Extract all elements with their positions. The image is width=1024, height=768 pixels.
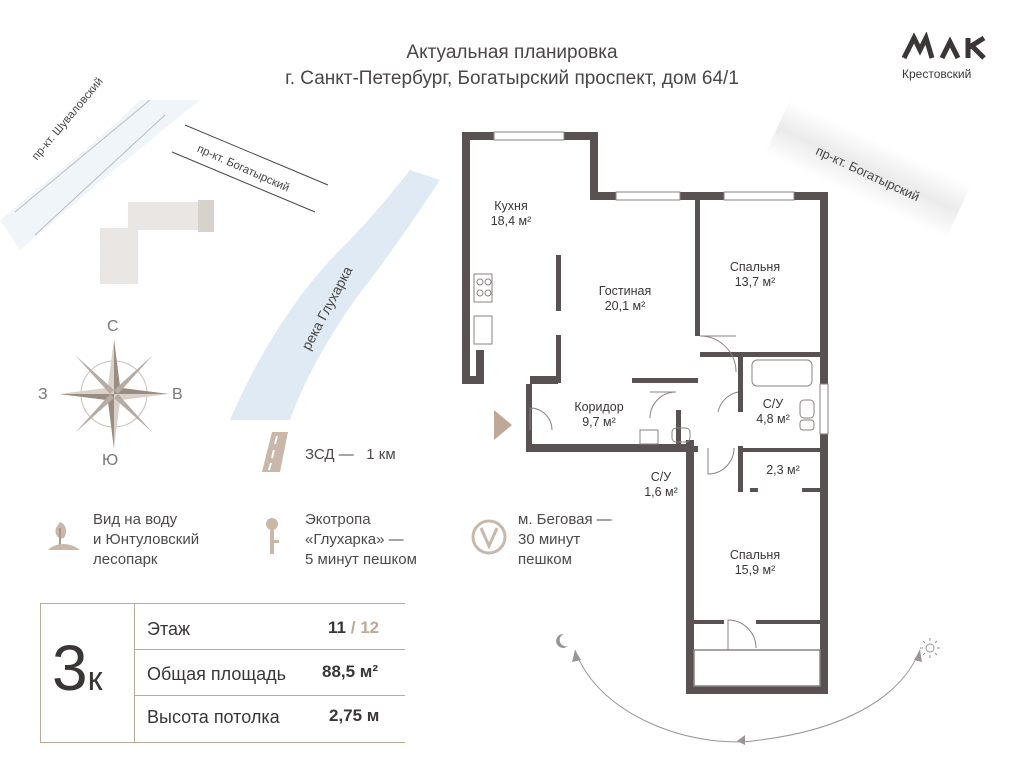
sun-icon xyxy=(920,638,940,658)
corridor-area: 9,7 м² xyxy=(582,415,616,429)
compass-west: З xyxy=(38,386,48,403)
feature-ecotrail-line2: «Глухарка» — xyxy=(305,531,404,548)
bath-small-area: 1,6 м² xyxy=(644,485,678,499)
compass-rose-icon xyxy=(59,339,169,449)
floor-total: 12 xyxy=(360,618,380,637)
road-icon xyxy=(262,432,288,472)
feature-ecotrail-line3: 5 минут пешком xyxy=(305,551,417,568)
floor-value: 11 / 12 xyxy=(328,618,379,638)
forest-icon xyxy=(48,522,80,550)
bath-big-area: 4,8 м² xyxy=(756,412,790,426)
feature-metro: м. Беговая — 30 минут пешком xyxy=(518,510,612,570)
bathroom-large-label: С/У 4,8 м² xyxy=(750,397,796,427)
sun-path xyxy=(556,633,940,745)
feature-ecotrail: Экотропа «Глухарка» — 5 минут пешком xyxy=(305,510,417,570)
logo: Крестовский xyxy=(901,31,988,81)
bath-small-name: С/У xyxy=(650,470,672,484)
compass-east: В xyxy=(172,386,183,403)
apartment-type-number: 3 xyxy=(52,632,88,704)
apartment-type-suffix: к xyxy=(87,660,103,698)
apartment-summary: 3к Этаж 11 / 12 Общая площадь 88,5 м² Вы… xyxy=(40,603,405,743)
highway-info: ЗСД — 1 км xyxy=(305,445,396,465)
area-label: Общая площадь xyxy=(147,664,287,684)
feature-metro-line1: м. Беговая — xyxy=(518,511,612,528)
feature-view-line3: лесопарк xyxy=(93,551,158,568)
floor-number: 11 xyxy=(328,618,346,637)
floor-label: Этаж xyxy=(147,619,191,639)
location-map xyxy=(0,100,440,420)
signpost-icon xyxy=(266,518,279,554)
metro-icon xyxy=(471,519,507,555)
floor-separator: / xyxy=(350,618,356,637)
ceiling-height-value: 2,75 м xyxy=(329,706,380,725)
highway-label: ЗСД xyxy=(305,446,335,463)
storage-label: 2,3 м² xyxy=(766,463,800,477)
feature-view-line2: и Юнтуловский xyxy=(93,531,200,548)
compass-north: С xyxy=(107,318,119,335)
kitchen-label: Кухня 18,4 м² xyxy=(486,199,536,229)
corridor-label: Коридор 9,7 м² xyxy=(564,400,634,430)
compass-south: Ю xyxy=(102,452,119,469)
ceiling-height-label: Высота потолка xyxy=(147,707,280,727)
feature-metro-line3: пешком xyxy=(518,551,572,568)
area-value: 88,5 м² xyxy=(322,662,379,681)
living-name: Гостиная xyxy=(598,284,652,298)
krestovsky-logo-icon xyxy=(901,31,986,60)
corridor-name: Коридор xyxy=(574,400,624,414)
bedroom1-label: Спальня 13,7 м² xyxy=(720,260,790,290)
highway-distance: 1 км xyxy=(366,446,396,463)
feature-view-line1: Вид на воду xyxy=(93,511,178,528)
living-area: 20,1 м² xyxy=(604,299,646,313)
floor-plan xyxy=(462,131,829,694)
bath-big-name: С/У xyxy=(762,397,784,411)
highway-dash: — xyxy=(338,446,354,463)
bedroom1-area: 13,7 м² xyxy=(734,275,776,289)
bedroom2-name: Спальня xyxy=(729,548,781,562)
living-room-label: Гостиная 20,1 м² xyxy=(590,284,660,314)
feature-ecotrail-line1: Экотропа xyxy=(305,511,371,528)
kitchen-area: 18,4 м² xyxy=(490,214,532,228)
address: г. Санкт-Петербург, Богатырский проспект… xyxy=(285,68,739,89)
bedroom1-name: Спальня xyxy=(729,260,781,274)
kitchen-name: Кухня xyxy=(494,199,528,213)
bedroom2-area: 15,9 м² xyxy=(734,563,776,577)
moon-icon xyxy=(556,633,568,648)
building-footprint xyxy=(100,200,214,284)
bedroom2-label: Спальня 15,9 м² xyxy=(720,548,790,578)
feature-view: Вид на воду и Юнтуловский лесопарк xyxy=(93,510,199,570)
logo-text: Крестовский xyxy=(902,67,972,81)
bathroom-small-label: С/У 1,6 м² xyxy=(638,470,684,500)
feature-metro-line2: 30 минут xyxy=(518,531,581,548)
apartment-type: 3к xyxy=(52,631,102,705)
page-title: Актуальная планировка xyxy=(406,42,618,63)
